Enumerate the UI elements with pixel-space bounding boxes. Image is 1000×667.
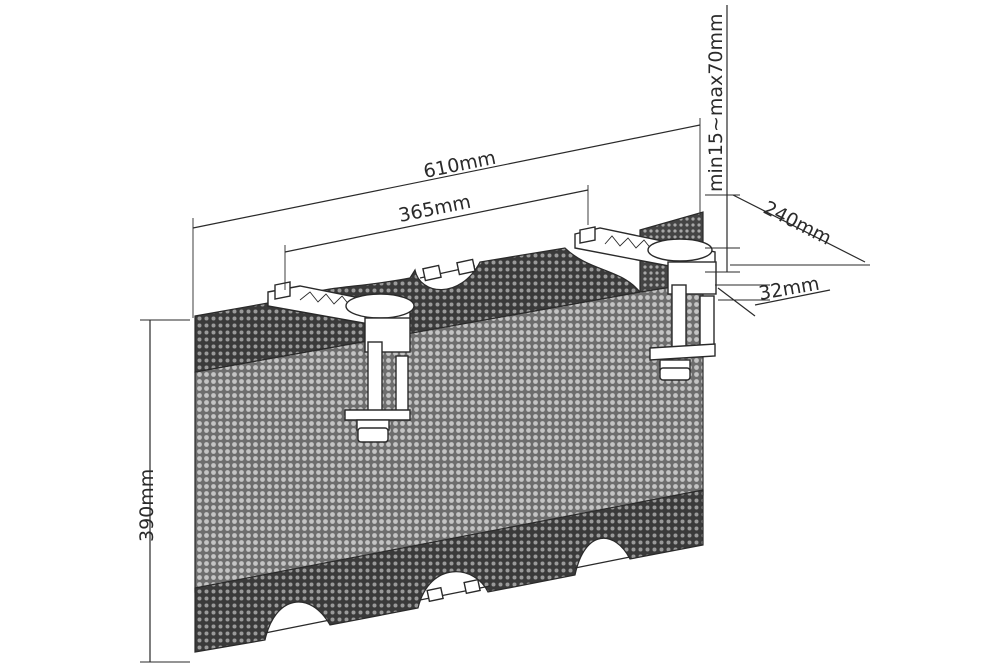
- mesh-bottom-band: [194, 489, 704, 653]
- right-clamp: [574, 226, 717, 381]
- dim-240-label: 240mm: [760, 197, 835, 250]
- dimension-32: 32mm: [715, 273, 831, 317]
- dim-32-label: 32mm: [757, 273, 821, 305]
- dim-610-label: 610mm: [422, 147, 498, 183]
- mesh-cable-tray: [194, 211, 704, 653]
- dimension-240: 240mm: [705, 194, 870, 266]
- top-rod: [419, 258, 476, 282]
- dim-390-label: 390mm: [136, 469, 158, 542]
- left-clamp: [267, 281, 415, 443]
- mesh-top-band: [194, 247, 642, 373]
- bottom-rods: [264, 556, 631, 634]
- dimension-clamp-range: min15~max70mm: [705, 5, 740, 273]
- dim-clamp-range-label: min15~max70mm: [705, 13, 727, 192]
- dimension-390: 390mm: [136, 319, 190, 663]
